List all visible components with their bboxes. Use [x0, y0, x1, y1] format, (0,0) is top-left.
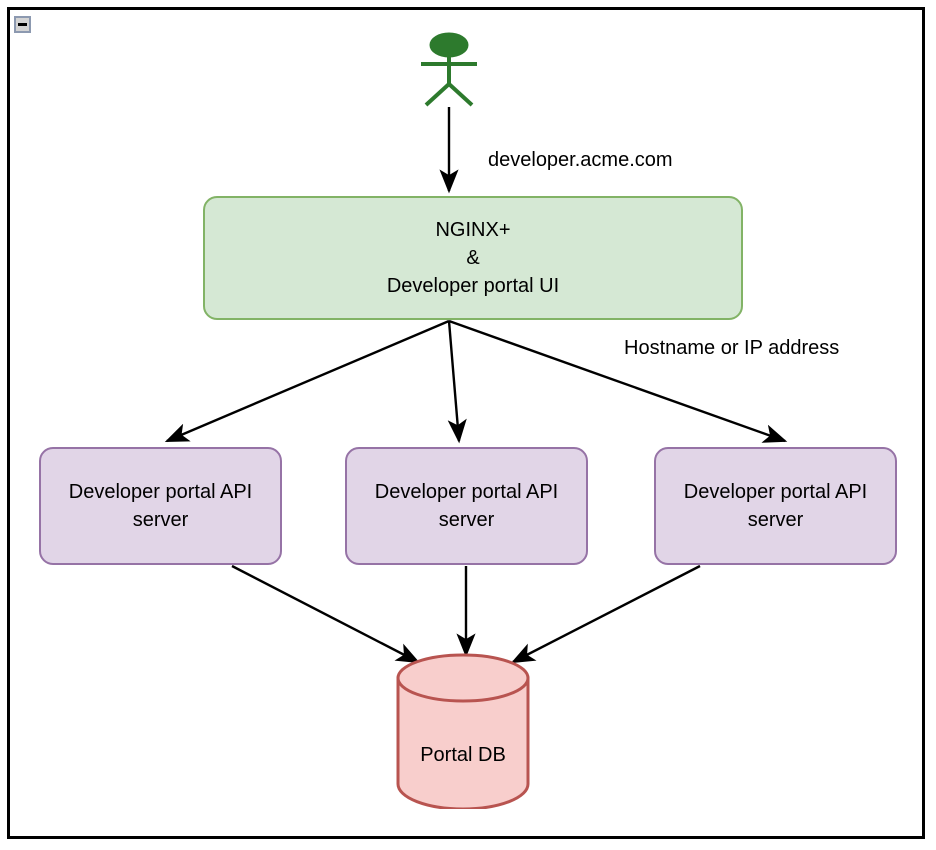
user-actor-icon: [421, 32, 477, 107]
edge-label-hostname-or-ip-address: Hostname or IP address: [624, 337, 840, 359]
edge-label-developer-acme-com: developer.acme.com: [488, 149, 673, 171]
actor-node[interactable]: [421, 32, 477, 107]
node-api-server-2[interactable]: Developer portal API server: [345, 447, 588, 565]
node-api-server-1[interactable]: Developer portal API server: [39, 447, 282, 565]
database-cylinder-icon: [396, 653, 530, 809]
node-label: Portal DB: [420, 744, 506, 766]
node-portal-db[interactable]: Portal DB: [396, 653, 530, 809]
node-label: NGINX+ & Developer portal UI: [386, 219, 560, 297]
node-label: Developer portal API server: [374, 481, 559, 531]
collapse-button[interactable]: [14, 16, 31, 33]
node-api-server-3[interactable]: Developer portal API server: [654, 447, 897, 565]
node-label: Developer portal API server: [68, 481, 253, 531]
minus-icon: [18, 23, 27, 26]
node-nginx-developer-portal-ui[interactable]: NGINX+ & Developer portal UI: [203, 196, 743, 320]
node-label: Developer portal API server: [683, 481, 868, 531]
